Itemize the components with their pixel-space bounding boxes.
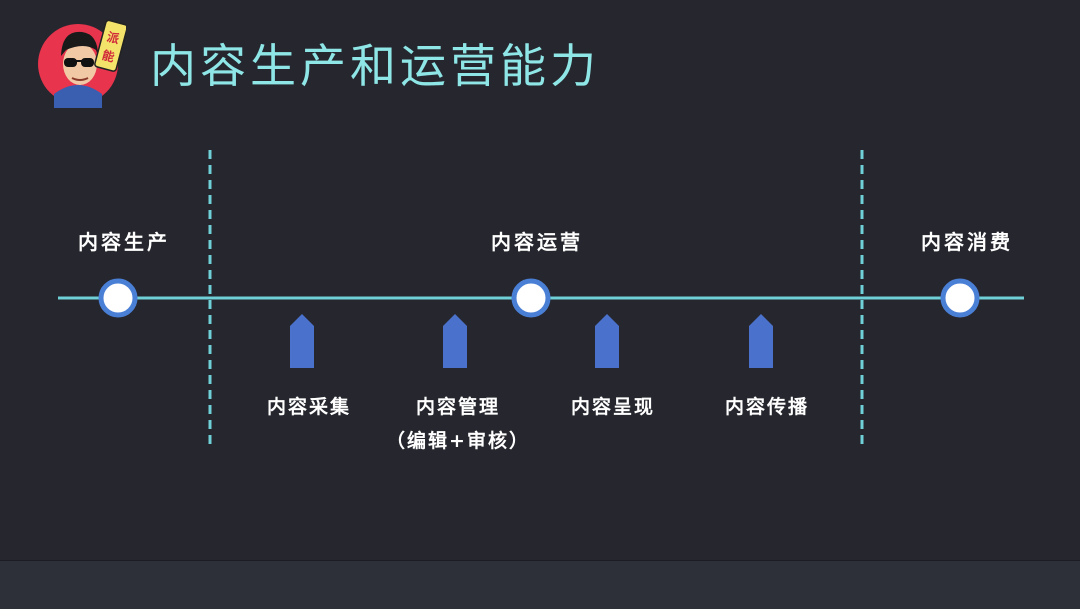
section-label-consumption: 内容消费 — [921, 230, 1013, 254]
avatar-badge-char-1: 派 — [105, 30, 121, 47]
bottom-bar — [0, 560, 1080, 609]
timeline-node-consumption — [940, 278, 980, 318]
section-label-production: 内容生产 — [78, 230, 170, 254]
avatar-badge-char-2: 能 — [101, 47, 116, 65]
step-label-spread: 内容传播 — [724, 396, 810, 418]
step-arrow-manage — [443, 314, 467, 368]
timeline-node-operation — [511, 278, 551, 318]
page-title: 内容生产和运营能力 — [150, 39, 600, 93]
step-label-present: 内容呈现 — [570, 396, 656, 418]
step-arrow-spread — [749, 314, 773, 368]
step-label-collect: 内容采集 — [266, 396, 352, 418]
step-note-manage: （编辑+审核） — [386, 430, 530, 452]
timeline-diagram — [58, 150, 1024, 448]
timeline-node-production — [98, 278, 138, 318]
step-label-manage: 内容管理 — [415, 396, 501, 418]
avatar-logo: 派 能 — [38, 19, 126, 108]
slide: 派 能 内容生产和运营能力 内容生产 内容运营 内容消费 内容采集 内容管理 （… — [38, 19, 1024, 452]
section-label-operation: 内容运营 — [491, 230, 583, 254]
step-arrow-present — [595, 314, 619, 368]
step-arrow-collect — [290, 314, 314, 368]
